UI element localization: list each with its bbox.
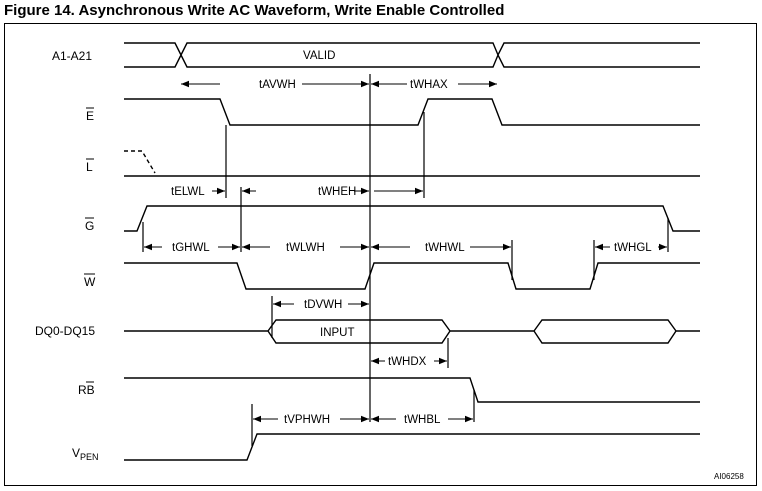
timing-label-tvphwh: tVPHWH [284, 414, 330, 426]
waveform-w [124, 262, 700, 290]
diagram-border [4, 23, 757, 486]
waveform-vpen [124, 433, 700, 461]
timing-label-tghwl: tGHWL [172, 242, 210, 254]
waveform-a1-a21 [124, 42, 700, 68]
svg-text:RB: RB [78, 383, 95, 397]
timing-label-twhdx: tWHDX [388, 356, 427, 368]
timing-label-twhax: tWHAX [410, 79, 448, 91]
waveform-e [124, 98, 700, 126]
signal-label-l: L [86, 158, 94, 174]
waveform-g [124, 205, 700, 232]
timing-label-tavwh: tAVWH [259, 79, 296, 91]
signal-label-rb: RB [78, 381, 95, 397]
timing-label-twhgl: tWHGL [614, 242, 652, 254]
waveform-dq [124, 319, 700, 344]
svg-text:G: G [85, 219, 94, 233]
svg-text:W: W [84, 275, 96, 289]
svg-text:L: L [86, 160, 93, 174]
waveform-l-dashed [124, 150, 156, 174]
figure-id: AI06258 [714, 472, 744, 481]
signal-label-w: W [84, 273, 96, 289]
bus-label-valid: VALID [303, 50, 335, 62]
timing-label-twhwl: tWHWL [425, 242, 465, 254]
timing-label-twhbl: tWHBL [404, 414, 441, 426]
timing-label-telwl: tELWL [171, 186, 205, 198]
waveform-rb [124, 377, 700, 403]
svg-text:VPEN: VPEN [72, 446, 99, 462]
svg-text:E: E [86, 109, 94, 123]
bus-label-input: INPUT [320, 327, 355, 339]
timing-label-twheh: tWHEH [318, 186, 356, 198]
signal-label-a1-a21: A1-A21 [52, 49, 92, 63]
timing-label-twlwh: tWLWH [286, 242, 325, 254]
timing-label-tdvwh: tDVWH [304, 299, 342, 311]
signal-label-g: G [85, 217, 94, 233]
signal-label-dq: DQ0-DQ15 [35, 324, 95, 338]
figure-title: Figure 14. Asynchronous Write AC Wavefor… [4, 2, 505, 19]
signal-label-vpen: VPEN [72, 446, 99, 462]
signal-label-e: E [86, 107, 94, 123]
